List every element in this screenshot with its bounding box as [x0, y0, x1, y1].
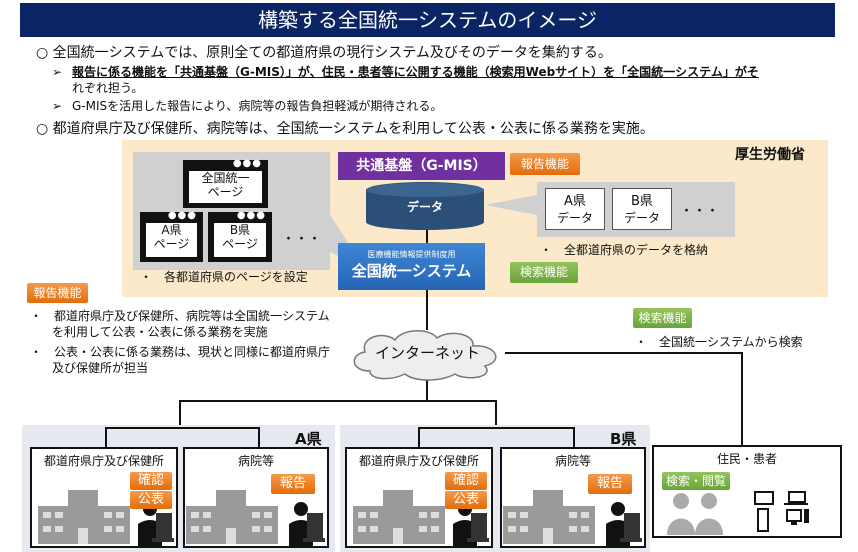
bullet-1: ○ 全国統一システムでは、原則全ての都道府県の現行システム及びそのデータを集約す… — [36, 45, 612, 61]
cloud-icon — [353, 330, 497, 381]
hospital-building-icon — [503, 484, 603, 548]
report-notes: ・ 都道府県庁及び保健所、病院等は全国統一システムを利用して公表・公表に係る業務… — [30, 308, 335, 376]
bullet-1-sub-1: 報告に係る機能を「共通基盤（G-MIS）」が、住民・患者等に公開する機能（検索用… — [72, 65, 759, 79]
connector — [505, 352, 743, 354]
office-title: 都道府県庁及び保健所 — [358, 454, 479, 468]
more-pages: ・・・ — [282, 232, 322, 247]
bullet-1-sub-2: G-MISを活用した報告により、病院等の報告負担軽減が期待される。 — [72, 99, 443, 113]
connector — [426, 378, 428, 401]
residents-devices-icons — [667, 491, 809, 535]
national-system-box: 医療機能情報提供制度用 全国統一システム — [338, 243, 485, 290]
report-tag: 報告 — [588, 474, 632, 494]
search-function-tag: 検索機能 — [510, 262, 578, 283]
note-item: ・ 公表・公表に係る業務は、現状と同様に都道府県庁及び保健所が担当 — [30, 345, 331, 375]
confirm-tag: 確認 — [130, 472, 172, 490]
publish-tag: 公表 — [445, 491, 487, 509]
connector — [258, 427, 260, 447]
bullet-2: ○ 都道府県庁及び保健所、病院等は、全国統一システムを利用して公表・公表に係る業… — [36, 121, 654, 137]
staff-computer-icon — [138, 500, 174, 550]
connector — [418, 427, 420, 447]
a-data-store: A県データ — [545, 188, 605, 230]
pages-note: ・ 各都道府県のページを設定 — [140, 270, 308, 284]
database-icon — [366, 182, 484, 230]
arrow-icon: ➢ — [52, 65, 63, 79]
a-page-window: ●●●A県ページ — [140, 210, 203, 262]
page-title: 構築する全国統一システムのイメージ — [20, 3, 835, 37]
search-view-tag: 検索・閲覧 — [662, 472, 730, 490]
staff-computer-icon — [606, 500, 642, 550]
hospital-title: 病院等 — [554, 454, 591, 468]
connector — [179, 400, 181, 428]
internet-label: インターネット — [374, 344, 480, 362]
report-tag: 報告 — [271, 474, 315, 494]
note-item: ・ 都道府県庁及び保健所、病院等は全国統一システムを利用して公表・公表に係る業務… — [30, 309, 330, 339]
prefecture-b-label: B県 — [610, 430, 637, 448]
staff-computer-icon — [289, 500, 325, 550]
office-building-icon — [353, 484, 453, 548]
report-function-tag-left: 報告機能 — [27, 283, 88, 303]
connector — [105, 427, 260, 429]
search-note: ・ 全国統一システムから検索 — [635, 335, 803, 349]
devices-icon — [754, 491, 806, 532]
connector — [426, 225, 428, 245]
publish-tag: 公表 — [130, 491, 172, 509]
office-title: 都道府県庁及び保健所 — [43, 454, 164, 468]
connector — [573, 427, 575, 447]
connector — [741, 352, 743, 446]
connector — [105, 427, 107, 447]
hospital-title: 病院等 — [237, 454, 274, 468]
hospital-building-icon — [186, 484, 286, 548]
gmis-box: 共通基盤（G-MIS） — [338, 152, 505, 180]
office-building-icon — [38, 484, 138, 548]
mhlw-label: 厚生労働省 — [735, 147, 805, 163]
people-icon — [667, 493, 723, 535]
confirm-tag: 確認 — [445, 472, 487, 490]
b-data-store: B県データ — [612, 188, 672, 230]
arrow-icon: ➢ — [52, 99, 63, 113]
bullet-1-sub-1-cont: れぞれ担う。 — [72, 81, 144, 95]
national-page-window: ●●●全国統一ページ — [183, 158, 268, 208]
search-function-tag-right: 検索機能 — [633, 308, 692, 328]
connector — [179, 400, 497, 402]
stores-note: ・ 全都道府県のデータを格納 — [540, 243, 709, 257]
data-label: データ — [406, 200, 443, 214]
connector — [426, 290, 428, 330]
report-function-tag: 報告機能 — [510, 153, 580, 175]
connector — [495, 400, 497, 428]
prefecture-a-label: A県 — [295, 430, 322, 448]
b-page-window: ●●●B県ページ — [208, 210, 272, 262]
connector — [418, 427, 575, 429]
more-stores: ・・・ — [680, 204, 720, 219]
